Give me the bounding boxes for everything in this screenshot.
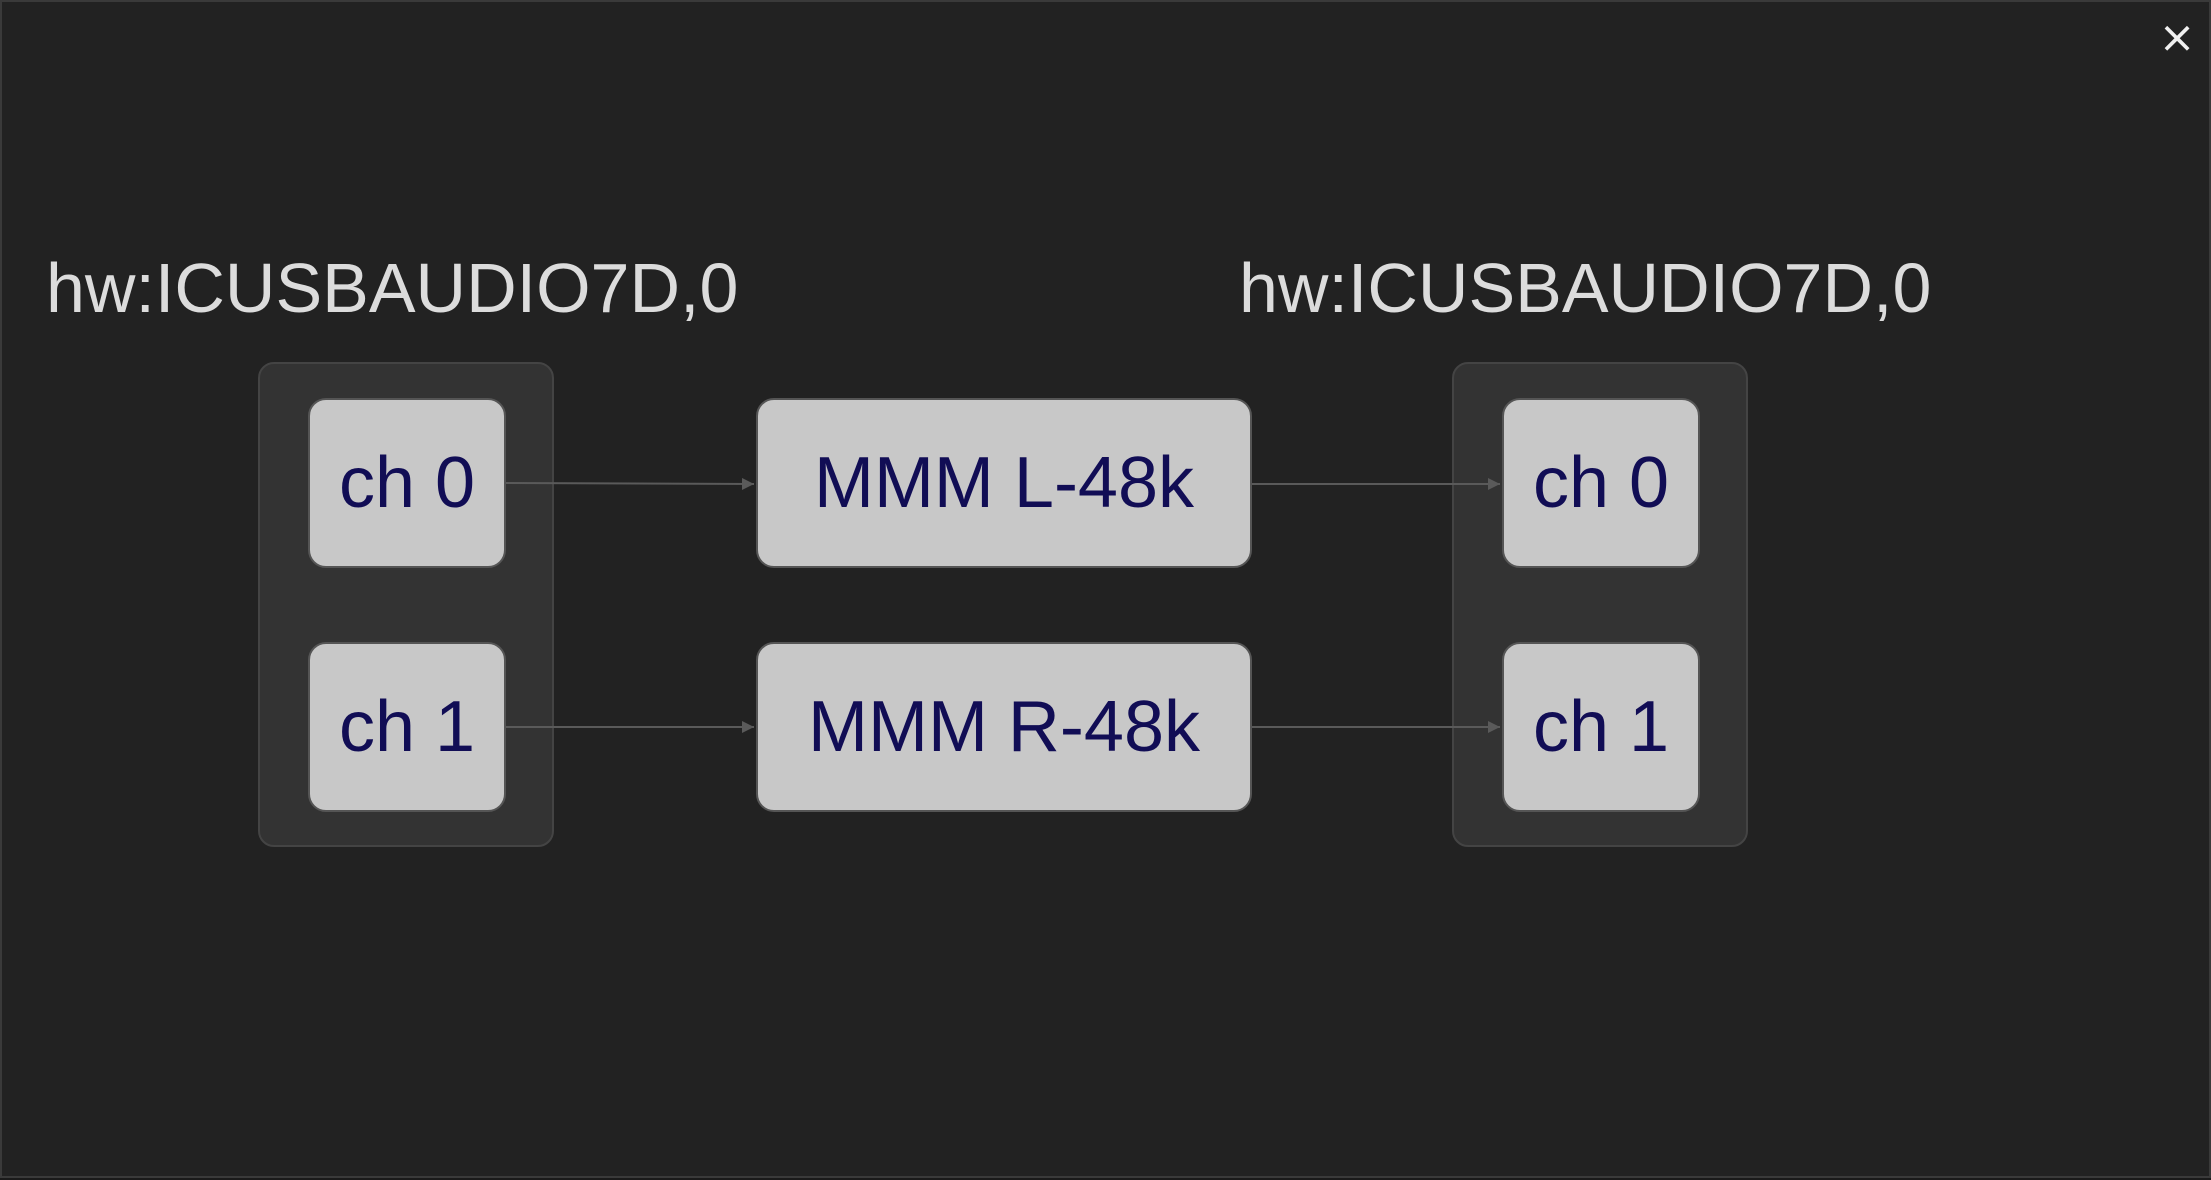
output-channel-0-node[interactable]: ch 0: [1502, 398, 1700, 568]
output-device-title: hw:ICUSBAUDIO7D,0: [1239, 249, 1932, 327]
input-channel-0-node[interactable]: ch 0: [308, 398, 506, 568]
input-device-title: hw:ICUSBAUDIO7D,0: [46, 249, 739, 327]
input-channel-1-node[interactable]: ch 1: [308, 642, 506, 812]
processor-right-node[interactable]: MMM R-48k: [756, 642, 1252, 812]
output-channel-1-node[interactable]: ch 1: [1502, 642, 1700, 812]
processor-left-node[interactable]: MMM L-48k: [756, 398, 1252, 568]
close-icon[interactable]: ×: [2158, 12, 2196, 63]
